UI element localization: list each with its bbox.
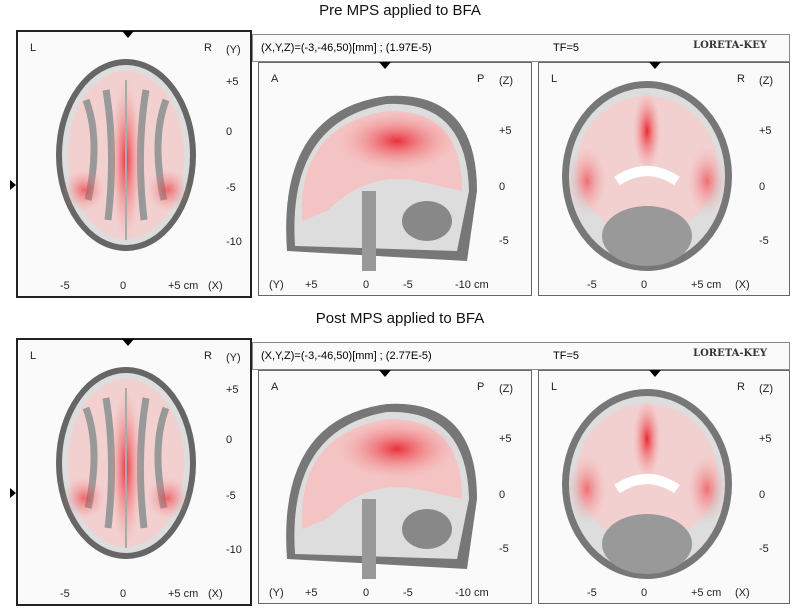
slice-marker-icon[interactable]: [649, 62, 661, 69]
x-tick-label: (X): [735, 587, 750, 599]
y-tick-label: 0: [499, 489, 506, 501]
x-tick-label: 0: [641, 587, 648, 599]
y-tick-label: -5: [759, 543, 769, 555]
loreta-logo: LORETA-KEY: [693, 348, 767, 359]
y-tick-label: +5: [226, 384, 239, 396]
orientation-label-right: P: [477, 381, 485, 393]
x-tick-label: (X): [735, 279, 750, 291]
axis-label: (Z): [499, 75, 514, 87]
sagittal-view: A P (Z) +5 0 -5 (Y) +5 0 -5 -10 cm: [258, 62, 532, 296]
slice-marker-icon[interactable]: [649, 370, 661, 377]
x-tick-label: -10 cm: [455, 587, 489, 599]
loreta-panel: L R (Y) +5 0 -5 -10 -5 0 +5 cm (X) (X,Y,Z)=(-3,-46,…: [10, 30, 796, 302]
y-tick-label: 0: [759, 181, 766, 193]
slice-marker-icon[interactable]: [122, 31, 134, 38]
x-tick-label: -5: [403, 587, 413, 599]
axis-label: (Z): [499, 383, 514, 395]
x-tick-label: +5 cm: [691, 587, 722, 599]
orientation-label-left: L: [551, 73, 558, 85]
info-header: (X,Y,Z)=(-3,-46,50)[mm] ; (2.77E-5) TF=5 L…: [252, 342, 790, 370]
axial-brain-slice: [56, 59, 196, 251]
loreta-logo: LORETA-KEY: [693, 40, 767, 51]
loreta-panel: L R (Y) +5 0 -5 -10 -5 0 +5 cm (X) (X,Y,Z)=(-3,-46,…: [10, 338, 796, 610]
sagittal-brain-slice: [286, 95, 477, 271]
x-tick-label: 0: [120, 588, 127, 600]
time-frame: TF=5: [553, 42, 579, 54]
y-tick-label: -5: [759, 235, 769, 247]
slice-marker-icon[interactable]: [10, 488, 16, 498]
coronal-view: L R (Z) +5 0 -5 -5 0 +5 cm (X): [538, 62, 790, 296]
x-tick-label: 0: [641, 279, 648, 291]
orientation-label-left: L: [30, 42, 37, 54]
y-tick-label: -5: [499, 235, 509, 247]
y-tick-label: +5: [499, 433, 512, 445]
y-tick-label: -5: [226, 182, 236, 194]
x-tick-label: -5: [60, 588, 70, 600]
y-tick-label: 0: [226, 126, 233, 138]
orientation-label-right: R: [737, 381, 745, 393]
slice-marker-icon[interactable]: [10, 180, 16, 190]
orientation-label-left: A: [271, 381, 279, 393]
y-tick-label: -10: [226, 236, 242, 248]
sagittal-brain-slice: [286, 403, 477, 579]
x-tick-label: -5: [587, 587, 597, 599]
y-tick-label: +5: [759, 125, 772, 137]
axial-brain-slice: [56, 367, 196, 559]
x-tick-label: -5: [60, 280, 70, 292]
axis-label: (Y): [226, 352, 241, 364]
orientation-label-left: A: [271, 73, 279, 85]
figure-title: Post MPS applied to BFA: [315, 310, 485, 327]
y-tick-label: -5: [226, 490, 236, 502]
x-tick-label: 0: [363, 279, 370, 291]
slice-marker-icon[interactable]: [122, 339, 134, 346]
y-tick-label: +5: [759, 433, 772, 445]
axial-view: L R (Y) +5 0 -5 -10 -5 0 +5 cm (X): [16, 338, 252, 606]
orientation-label-right: R: [204, 42, 212, 54]
x-tick-label: +5 cm: [168, 588, 199, 600]
sagittal-view: A P (Z) +5 0 -5 (Y) +5 0 -5 -10 cm: [258, 370, 532, 604]
x-tick-label: 0: [363, 587, 370, 599]
x-tick-label: 0: [120, 280, 127, 292]
axial-view: L R (Y) +5 0 -5 -10 -5 0 +5 cm (X): [16, 30, 252, 298]
y-tick-label: 0: [499, 181, 506, 193]
axis-label: (Y): [226, 44, 241, 56]
slice-marker-icon[interactable]: [379, 370, 391, 377]
axis-label: (Z): [759, 383, 774, 395]
y-tick-label: +5: [226, 76, 239, 88]
figure-title: Pre MPS applied to BFA: [319, 2, 481, 19]
coordinate-readout: (X,Y,Z)=(-3,-46,50)[mm] ; (1.97E-5): [261, 42, 432, 54]
axis-label: (Z): [759, 75, 774, 87]
x-tick-label: (Y): [269, 587, 284, 599]
x-tick-label: +5 cm: [168, 280, 199, 292]
info-header: (X,Y,Z)=(-3,-46,50)[mm] ; (1.97E-5) TF=5 L…: [252, 34, 790, 62]
coronal-brain-slice: [562, 81, 732, 271]
time-frame: TF=5: [553, 350, 579, 362]
y-tick-label: -10: [226, 544, 242, 556]
orientation-label-right: R: [737, 73, 745, 85]
x-tick-label: +5 cm: [691, 279, 722, 291]
x-tick-label: (X): [208, 280, 223, 292]
x-tick-label: -5: [403, 279, 413, 291]
y-tick-label: 0: [759, 489, 766, 501]
coronal-brain-slice: [562, 389, 732, 579]
coordinate-readout: (X,Y,Z)=(-3,-46,50)[mm] ; (2.77E-5): [261, 350, 432, 362]
slice-marker-icon[interactable]: [379, 62, 391, 69]
orientation-label-left: L: [551, 381, 558, 393]
orientation-label-left: L: [30, 350, 37, 362]
coronal-view: L R (Z) +5 0 -5 -5 0 +5 cm (X): [538, 370, 790, 604]
x-tick-label: +5: [305, 587, 318, 599]
orientation-label-right: R: [204, 350, 212, 362]
y-tick-label: 0: [226, 434, 233, 446]
y-tick-label: +5: [499, 125, 512, 137]
x-tick-label: +5: [305, 279, 318, 291]
x-tick-label: (Y): [269, 279, 284, 291]
orientation-label-right: P: [477, 73, 485, 85]
x-tick-label: -5: [587, 279, 597, 291]
y-tick-label: -5: [499, 543, 509, 555]
x-tick-label: (X): [208, 588, 223, 600]
x-tick-label: -10 cm: [455, 279, 489, 291]
